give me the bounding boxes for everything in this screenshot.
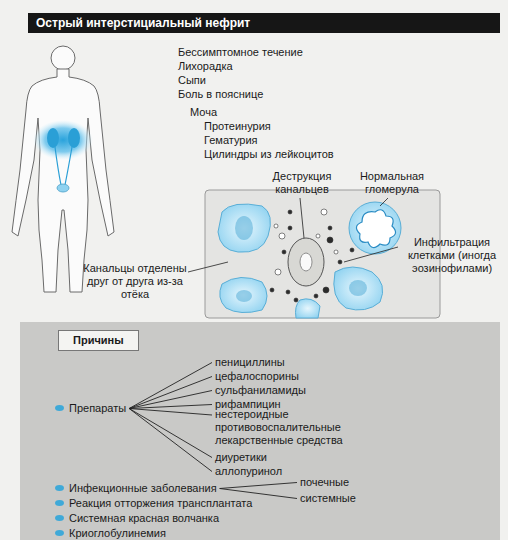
infiltrate-cell: [321, 209, 327, 215]
cause-item: Препараты: [55, 398, 126, 416]
label: Деструкция канальцев: [264, 170, 340, 196]
label: Сыпи: [178, 74, 378, 87]
leader-lines: [188, 198, 398, 272]
label: Цилиндры из лейкоцитов: [204, 148, 404, 161]
bladder: [57, 184, 69, 192]
infiltrate-cell: [294, 298, 298, 302]
label: Бессимптомное течение: [178, 46, 378, 59]
damaged-tubule: [288, 238, 324, 286]
infiltrate-cell: [328, 226, 332, 230]
drug-item: почечные: [300, 472, 349, 490]
human-figure: [12, 46, 114, 292]
infiltrate-cell: [314, 294, 318, 298]
infiltrate-cell: [282, 250, 286, 254]
infiltrate-cells: [270, 209, 354, 302]
connector: [129, 391, 212, 409]
connector: [129, 405, 212, 409]
connector: [220, 483, 297, 489]
causes-panel-ground: [20, 322, 500, 540]
micro-frame: [205, 190, 440, 318]
drug-item: системные: [300, 488, 356, 506]
kidney-glow: [33, 120, 93, 160]
cause-text: нестероидные противовоспалительные лекар…: [215, 408, 365, 447]
cause-text: Препараты: [55, 402, 126, 415]
connector: [129, 409, 212, 472]
infiltrate-cell: [316, 234, 320, 238]
label: Лихорадка: [178, 60, 378, 73]
infiltrate-cell: [288, 226, 292, 230]
cause-item: Реакция отторжения трансплантата: [55, 493, 252, 511]
infiltrate-cell: [323, 287, 329, 293]
drug-item: аллопуринол: [215, 461, 282, 479]
drug-item: нестероидные противовоспалительные лекар…: [215, 408, 365, 448]
infiltrate-cell: [275, 269, 281, 275]
cause-text: Реакция отторжения трансплантата: [55, 497, 252, 510]
cause-item: Системная красная волчанка: [55, 508, 219, 526]
kidney: [47, 128, 59, 148]
drug-item: пенициллины: [215, 352, 285, 370]
label: Канальцы отделены друг от друга из-за от…: [80, 262, 190, 301]
kidney: [68, 128, 80, 148]
title-bar: Острый интерстициальный нефрит: [28, 13, 500, 33]
panel-heading: Причины: [58, 330, 139, 351]
label: Протеинурия: [204, 120, 404, 133]
cause-text: Криоглобулинемия: [55, 527, 166, 540]
damaged-lumen: [300, 253, 312, 271]
connector: [129, 409, 212, 416]
drug-item: сульфаниламиды: [215, 380, 306, 398]
cause-item: Криоглобулинемия: [55, 523, 166, 540]
connector: [129, 363, 212, 409]
infiltrate-cell: [334, 250, 338, 254]
infiltrate-cell: [288, 210, 292, 214]
cause-text: Инфекционные заболевания: [55, 482, 217, 495]
infiltrate-cell: [338, 260, 342, 264]
connector: [129, 409, 212, 458]
infiltrate-cell: [286, 290, 290, 294]
cause-text: диуретики: [215, 451, 267, 464]
cause-text: цефалоспорины: [215, 370, 299, 383]
cause-item: Инфекционные заболевания: [55, 478, 217, 496]
cause-text: почечные: [300, 476, 349, 489]
drug-item: диуретики: [215, 447, 267, 465]
label: Боль в пояснице: [178, 88, 378, 101]
causes-panel: ПричиныПрепараты пенициллиныцефалоспорины…: [20, 322, 500, 540]
cause-text: системные: [300, 492, 356, 505]
ureter: [55, 147, 72, 185]
glomerulus-tuft: [356, 210, 395, 248]
cause-text: пенициллины: [215, 356, 285, 369]
label: Гематурия: [204, 134, 404, 147]
infiltrate-cell: [327, 237, 333, 243]
label: Моча: [190, 106, 390, 119]
infiltrate-cell: [270, 288, 274, 292]
infiltrate-cell: [350, 248, 354, 252]
drug-item: цефалоспорины: [215, 366, 299, 384]
cause-text: сульфаниламиды: [215, 384, 306, 397]
cause-text: аллопуринол: [215, 465, 282, 478]
nuclei: [235, 216, 367, 302]
cause-text: Системная красная волчанка: [55, 512, 219, 525]
glomerulus: [349, 202, 401, 254]
label: Инфильтрация клетками (иногда эозинофила…: [400, 236, 504, 275]
label: Нормальная гломерула: [356, 170, 428, 196]
title: Острый интерстициальный нефрит: [28, 16, 250, 30]
connector: [129, 377, 212, 409]
infiltrate-cell: [279, 233, 285, 239]
infiltrate-cell: [274, 224, 278, 228]
